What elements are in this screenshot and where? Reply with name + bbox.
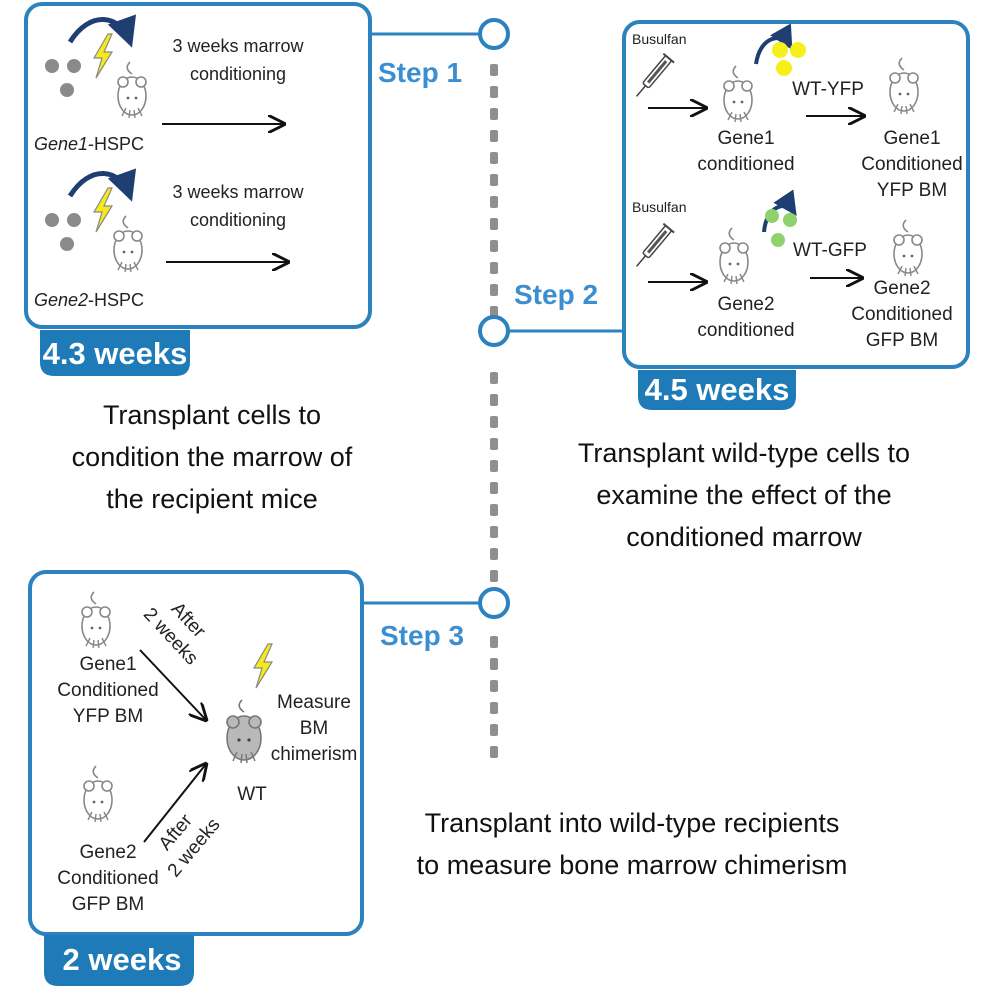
- row1-result-line1: Gene1: [883, 128, 940, 149]
- panel-step2: Busulfan WT-YFP Gene1 conditioned Gene1 …: [622, 20, 970, 369]
- row1-cell-label: Gene1-HSPC: [34, 134, 144, 154]
- measure-line2: BM: [300, 718, 329, 739]
- timeline-dot: [490, 152, 498, 164]
- timeline-dot: [490, 64, 498, 76]
- timeline-dot: [490, 746, 498, 758]
- timeline-dot: [490, 372, 498, 384]
- timeline-dot: [490, 724, 498, 736]
- panel-step1: 3 weeks marrow conditioning Gene1-HSPC 3…: [24, 2, 372, 329]
- row1-result-line2: Conditioned: [861, 154, 962, 175]
- timeline-dot: [490, 262, 498, 274]
- row2-arrow-label-line2: conditioning: [190, 210, 286, 230]
- measure-line1: Measure: [277, 692, 351, 713]
- step1-label: Step 1: [378, 57, 462, 88]
- measure-line3: chimerism: [271, 744, 358, 765]
- duration-badge-step1: 4.3 weeks: [40, 330, 190, 376]
- timeline-dot: [490, 702, 498, 714]
- donor1-line3: YFP BM: [73, 706, 143, 727]
- caption-step1-line1: Transplant cells to: [103, 400, 321, 430]
- timeline-dot: [490, 196, 498, 208]
- timeline-node-step2: [478, 315, 510, 347]
- row1-donor-label: WT-YFP: [792, 79, 864, 100]
- timeline-dot: [490, 218, 498, 230]
- timeline-dot: [490, 86, 498, 98]
- row2-drug-label: Busulfan: [632, 199, 686, 215]
- donor1-line2: Conditioned: [57, 680, 158, 701]
- curved-arrow-icon: [754, 23, 793, 65]
- arrow-donor1-to-wt: [139, 649, 206, 720]
- row1-result-line3: YFP BM: [877, 180, 947, 201]
- caption-step2-line3: conditioned marrow: [626, 522, 862, 552]
- row2-result-line2: Conditioned: [851, 304, 952, 325]
- caption-step1-line2: condition the marrow of: [72, 442, 353, 472]
- duration-badge-step3: 2 weeks: [44, 935, 194, 986]
- timeline-dot: [490, 416, 498, 428]
- timeline-dot: [490, 108, 498, 120]
- curved-arrow-icon: [67, 14, 137, 48]
- gfp-cells: [765, 209, 797, 247]
- caption-step1-line3: the recipient mice: [106, 484, 318, 514]
- panel-step3: Gene1 Conditioned YFP BM Gene2 Condition…: [28, 570, 364, 936]
- arrow-donor2-to-wt: [143, 764, 206, 843]
- timeline-node-step3: [478, 587, 510, 619]
- timeline-dot: [490, 284, 498, 296]
- curved-arrow-icon: [67, 168, 137, 202]
- duration-label: 2 weeks: [63, 942, 182, 977]
- timeline-dot: [490, 526, 498, 538]
- timeline-dot: [490, 438, 498, 450]
- donor2-line3: GFP BM: [72, 894, 145, 915]
- row2-result-line1: Gene2: [873, 278, 930, 299]
- duration-label: 4.5 weeks: [645, 372, 790, 407]
- row1-arrow-label-line1: 3 weeks marrow: [172, 36, 304, 56]
- timeline-dot: [490, 460, 498, 472]
- row2-donor-label: WT-GFP: [793, 240, 867, 261]
- timeline-dot: [490, 636, 498, 648]
- donor2-line2: Conditioned: [57, 868, 158, 889]
- row1-recipient-line1: Gene1: [717, 128, 774, 149]
- donor1-line1: Gene1: [79, 654, 136, 675]
- step3-label: Step 3: [380, 620, 464, 651]
- row2-result-line3: GFP BM: [866, 330, 939, 351]
- row2-arrow-label-line1: 3 weeks marrow: [172, 182, 304, 202]
- timeline-dot: [490, 394, 498, 406]
- timeline-dot: [490, 680, 498, 692]
- timeline-node-step1: [478, 18, 510, 50]
- caption-step2-line2: examine the effect of the: [596, 480, 891, 510]
- step2-label: Step 2: [514, 279, 598, 310]
- row2-recipient-line2: conditioned: [697, 320, 794, 341]
- caption-step3-line2: to measure bone marrow chimerism: [417, 850, 848, 880]
- timeline-dot: [490, 174, 498, 186]
- timeline-dot: [490, 306, 498, 318]
- hspc-cells-row1: [45, 59, 81, 97]
- duration-badge-step2: 4.5 weeks: [638, 370, 796, 410]
- timeline-dot: [490, 130, 498, 142]
- timeline: [490, 64, 498, 758]
- timeline-dot: [490, 240, 498, 252]
- row1-arrow-label-line2: conditioning: [190, 64, 286, 84]
- timeline-dot: [490, 504, 498, 516]
- row2-cell-label: Gene2-HSPC: [34, 290, 144, 310]
- row1-drug-label: Busulfan: [632, 31, 686, 47]
- timeline-dot: [490, 570, 498, 582]
- timeline-dot: [490, 658, 498, 670]
- duration-label: 4.3 weeks: [43, 336, 188, 371]
- timeline-dot: [490, 548, 498, 560]
- curved-arrow-icon: [762, 189, 797, 233]
- caption-step3-line1: Transplant into wild-type recipients: [425, 808, 840, 838]
- recipient-label: WT: [237, 784, 267, 805]
- hspc-cells-row2: [45, 213, 81, 251]
- donor2-line1: Gene2: [79, 842, 136, 863]
- row2-recipient-line1: Gene2: [717, 294, 774, 315]
- caption-step2-line1: Transplant wild-type cells to: [578, 438, 910, 468]
- timeline-dot: [490, 482, 498, 494]
- row1-recipient-line2: conditioned: [697, 154, 794, 175]
- yfp-cells: [772, 42, 806, 76]
